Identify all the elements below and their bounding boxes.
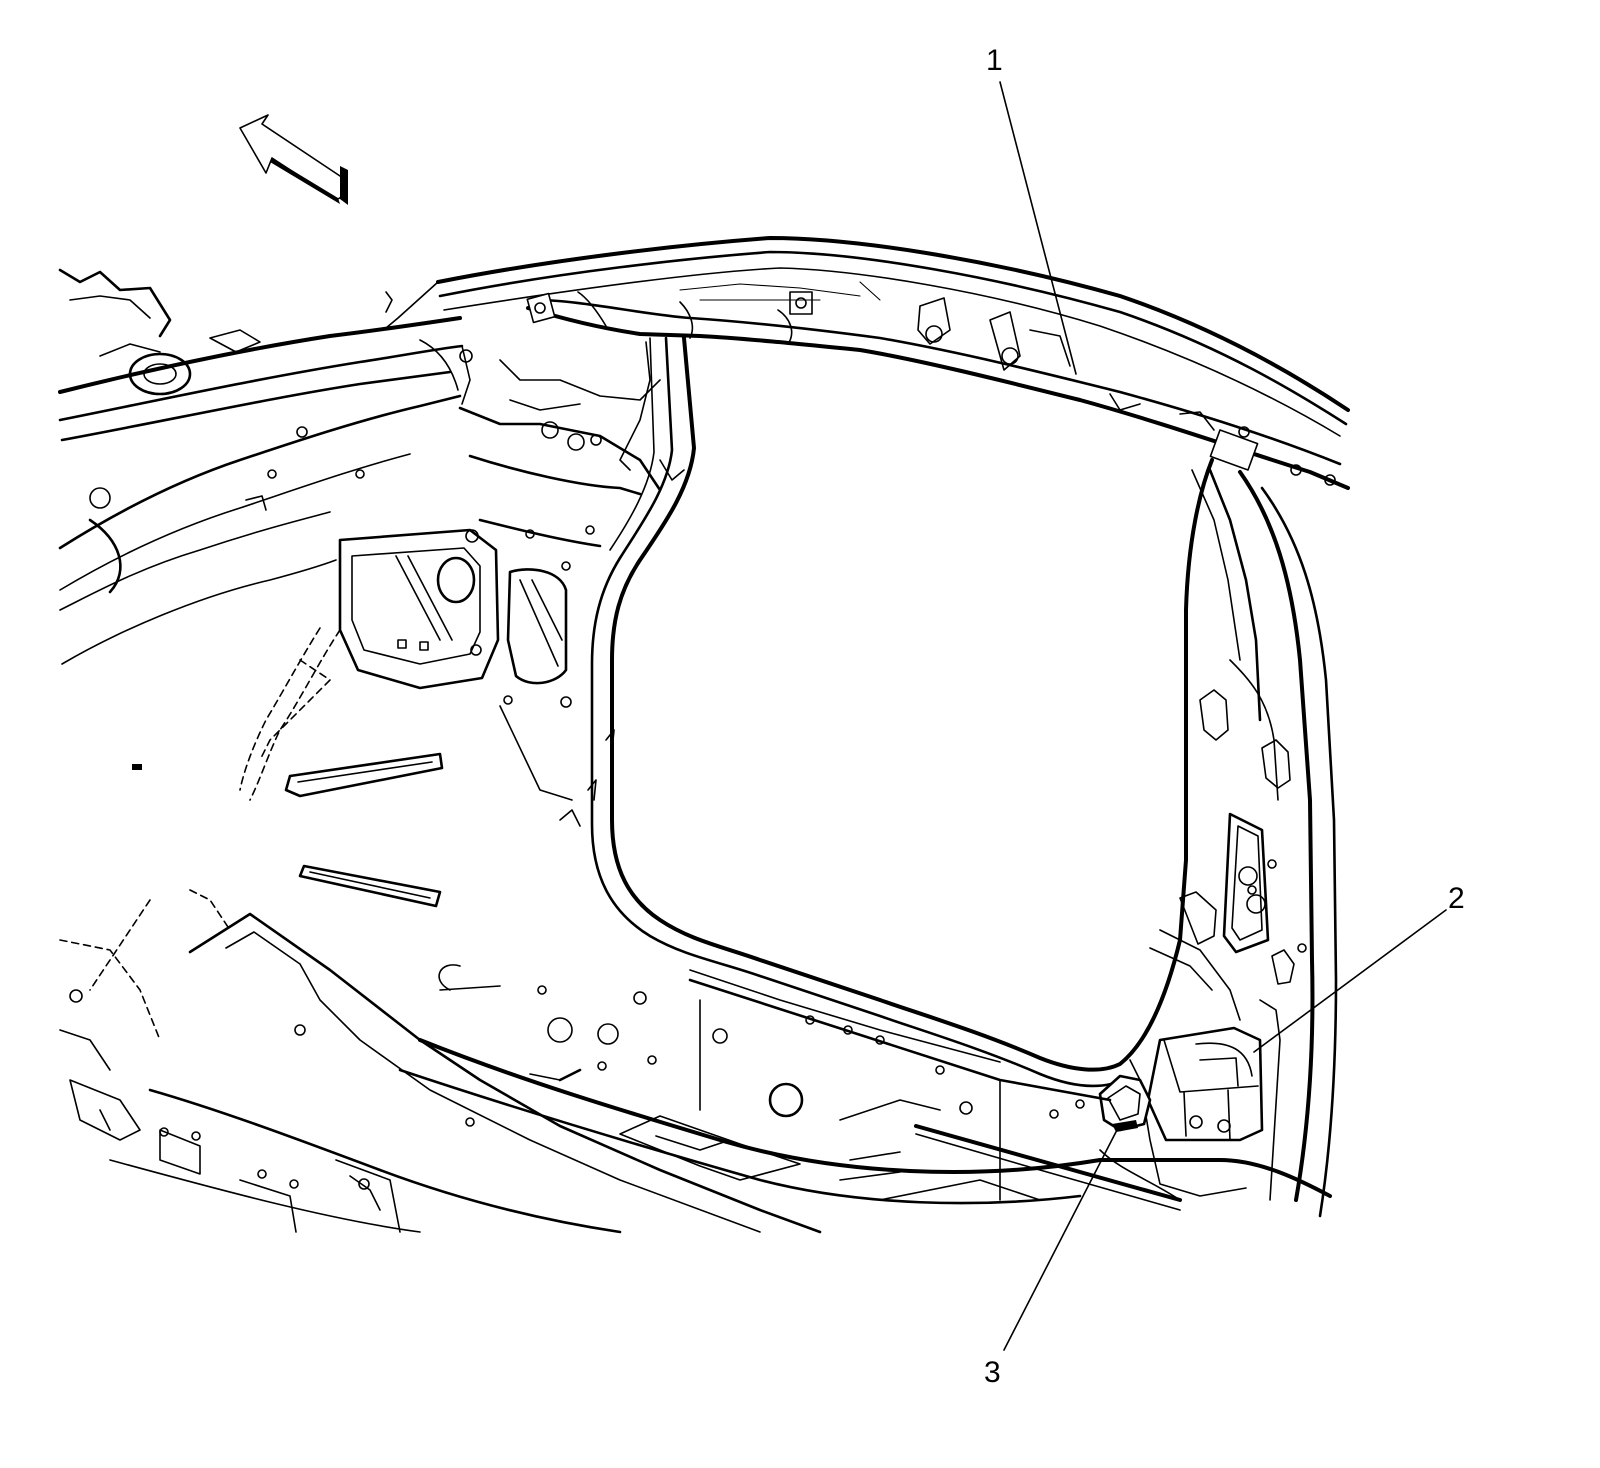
callout-2: 2 — [1448, 882, 1465, 915]
side-impact-sensor — [1098, 1074, 1152, 1132]
floor-openings — [132, 752, 444, 908]
seat-belt-retractor — [1129, 1026, 1264, 1197]
forward-arrow-icon — [239, 114, 348, 205]
leader-line-3 — [1003, 1127, 1119, 1351]
leader-line-2 — [1253, 909, 1447, 1053]
floor-pan — [59, 912, 1041, 1234]
callout-1: 1 — [986, 44, 1003, 77]
door-opening — [587, 336, 1214, 1088]
roof-rail — [385, 236, 1350, 437]
callout-3: 3 — [984, 1356, 1001, 1389]
leader-lines — [999, 81, 1447, 1351]
leader-line-1 — [999, 81, 1077, 375]
front-structure — [58, 268, 473, 665]
hidden-lines — [59, 627, 341, 1041]
curtain-airbag-module — [526, 281, 1350, 490]
b-pillar — [1149, 468, 1338, 1218]
hinge-pillar-panel — [338, 359, 662, 827]
rocker-panel — [398, 969, 1332, 1211]
